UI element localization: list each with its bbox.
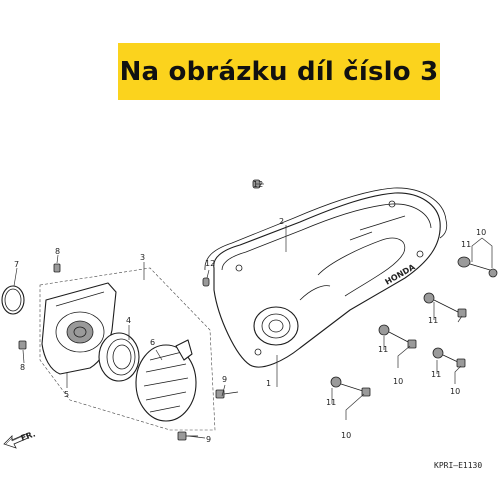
part-1-left-cover: HONDA: [213, 192, 441, 368]
part-2-gasket: [204, 187, 448, 271]
callout-8-upper: 8: [55, 247, 60, 256]
callout-11-bottom: 11: [326, 398, 336, 407]
part-9-bolt-a: [215, 389, 239, 399]
part-7-o-ring: [1, 285, 25, 315]
callout-12-upper: 12: [253, 180, 263, 189]
part-4-bearing: [98, 332, 140, 382]
callout-10-center: 10: [393, 377, 403, 386]
callout-4: 4: [126, 316, 131, 325]
callout-2: 2: [279, 217, 284, 226]
callout-12-lower: 12: [205, 259, 215, 268]
bolt-set-center: [378, 324, 417, 349]
callout-3: 3: [140, 253, 145, 262]
bolt-set-lower-right: [432, 347, 466, 368]
callout-5: 5: [64, 390, 69, 399]
bolt-set-bottom: [330, 376, 371, 397]
part-8-bolt-a: [53, 263, 61, 273]
callout-9-upper: 9: [222, 375, 227, 384]
front-direction-arrow: FR.: [3, 429, 37, 449]
callout-7: 7: [14, 260, 19, 269]
bolt-set-right-mid: [423, 292, 467, 318]
part-8-bolt-b: [18, 340, 27, 350]
callout-6: 6: [150, 338, 155, 347]
callout-8-lower: 8: [20, 363, 25, 372]
callout-10-right: 10: [450, 387, 460, 396]
callout-11-right-mid: 11: [428, 316, 438, 325]
callout-11-lower-right: 11: [431, 370, 441, 379]
callout-11-center: 11: [378, 345, 388, 354]
bolt-set-upper-right: [457, 256, 498, 278]
callouts: 1 2 3 4 5 6 7 8 8 9 9 10 10 10 10 11 11 …: [14, 180, 486, 444]
title-banner: Na obrázku díl číslo 3: [118, 43, 440, 100]
part-12-dowel-b: [202, 277, 210, 287]
leader-lines: [13, 183, 493, 439]
part-6-fan-cover: [135, 339, 197, 422]
diagram-code: KPRI–E1130: [434, 461, 482, 470]
callout-1: 1: [266, 379, 271, 388]
banner-title: Na obrázku díl číslo 3: [119, 56, 439, 87]
part-5-inner-plate: [41, 282, 117, 375]
callout-9-lower: 9: [206, 435, 211, 444]
callout-10-bottom: 10: [341, 431, 351, 440]
part-3-group-outline: [39, 267, 216, 431]
front-arrow-label: FR.: [20, 429, 37, 443]
callout-10-upper-right: 10: [476, 228, 486, 237]
callout-11-upper-right: 11: [461, 240, 471, 249]
